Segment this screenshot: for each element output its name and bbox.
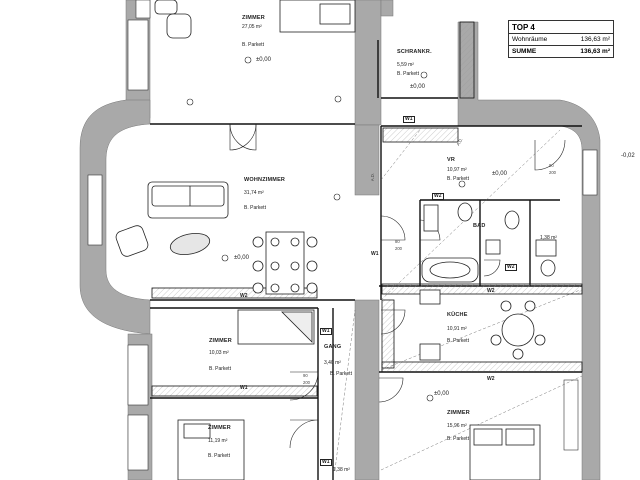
dimension-label: 90 [549,163,554,168]
wall-tag: W1 [403,116,415,123]
legend-value: 136,63 m² [580,48,610,55]
room-area: 10,91 m² [447,326,467,332]
room-area: 31,74 m² [244,190,264,196]
bath-fixtures [421,202,557,283]
room-floor: B. Parkett [397,71,419,77]
legend-label: Wohnräume [512,36,548,43]
legend-value: 136,63 m² [580,36,610,43]
room-floor: B. Parkett [447,176,469,182]
room-level: ±0,00 [434,391,449,397]
area-legend: TOP 4 Wohnräume 136,63 m² SUMME 136,63 m… [508,20,614,58]
room-name: SCHRANKR. [397,49,432,55]
wall-tag: W1 [320,328,332,335]
room-area: 10,03 m² [209,350,229,356]
room-name: ZIMMER [208,425,231,431]
sofa [147,181,229,219]
armchairs-top [154,0,192,39]
level-mark: -0,02 [621,153,635,159]
room-area: 3,40 m² [324,360,341,366]
outer-walls [79,0,601,480]
room-name: VR [447,157,456,163]
room-area: 10,97 m² [447,167,467,173]
wall-tag: W2 [240,293,248,299]
wall-tag: W1 [371,251,379,257]
bed-mid [237,309,315,345]
dimension-label: 200 [303,380,310,385]
dimension-label: 200 [395,246,402,251]
light-markers [186,56,466,402]
room-area: 5,59 m² [397,62,414,68]
coffee-table [169,232,211,256]
dining-table [252,231,318,295]
room-floor: B. Parkett [209,366,231,372]
room-name: BAD [473,223,486,229]
wall-tag: W2 [432,193,444,200]
room-level: ±0,00 [492,171,507,177]
room-floor: B. Parkett [447,338,469,344]
room-floor: B. Parkett [242,42,264,48]
room-floor: B. Parkett [208,453,230,459]
room-level: ±0,00 [256,57,271,63]
wall-tag: W1 [320,459,332,466]
bed-top [279,0,356,33]
room-area: 11,19 m² [208,438,228,444]
dimension-label: 200 [549,170,556,175]
kitchen-dining [419,289,546,361]
room-name: WOHNZIMMER [244,177,286,183]
room-area: 27,05 m² [242,24,262,30]
room-area-wc: 1,38 m² [540,235,557,241]
bed-bottom-right [469,424,541,480]
room-area-small: 1,38 m² [333,467,350,473]
room-level: ±0,00 [234,255,249,261]
room-name: KÜCHE [447,312,468,318]
room-floor: B. Parkett [330,371,352,377]
dimension-label: 80 [395,239,400,244]
legend-row-wohnraeume: Wohnräume 136,63 m² [509,33,613,45]
room-area: 15,96 m² [447,423,467,429]
armchair-living [115,225,149,257]
wall-tag: W2 [505,264,517,271]
interior-walls [150,40,582,480]
built-in-cabinets [151,21,583,397]
room-floor: B. Parkett [244,205,266,211]
room-name: ZIMMER [242,15,265,21]
door-swings [229,123,566,449]
legend-label: SUMME [512,48,537,55]
windows [87,0,598,471]
room-floor: B. Parkett [447,436,469,442]
dimension-label: 90 [303,373,308,378]
legend-title: TOP 4 [512,22,535,32]
room-level: ±0,00 [410,84,425,90]
area-diagonals [334,129,583,471]
ad-mark: A.D. [369,173,375,182]
legend-row-summe: SUMME 136,63 m² [509,45,613,57]
wall-tag: W2 [487,288,495,294]
wall-tag: W2 [487,376,495,382]
room-name: ZIMMER [209,338,232,344]
wall-tag: W1 [240,385,248,391]
room-name: GANG [324,344,342,350]
room-name: ZIMMER [447,410,470,416]
bed-bottom-left [177,419,245,480]
